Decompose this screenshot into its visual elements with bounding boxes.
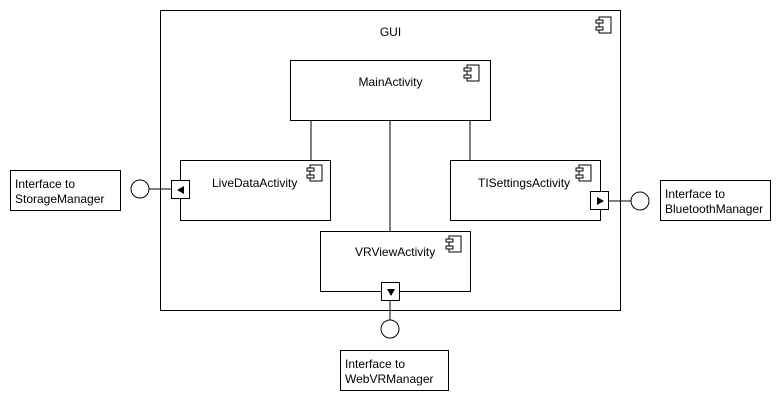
component-icon [306,164,323,182]
webvr-note-line1: Interface to [345,357,406,371]
storage-note-line1: Interface to [15,177,76,191]
bluetooth-note-line1: Interface to [665,187,726,201]
livedata-activity-component [180,160,331,221]
webvr-interface-note: Interface to WebVRManager [340,350,449,391]
gui-title: GUI [379,25,402,39]
triangle-down-icon [386,288,395,296]
bluetooth-interface-note: Interface to BluetoothManager [660,180,771,221]
triangle-right-icon [596,196,604,205]
webvr-note-line2: WebVRManager [345,372,434,386]
tisettings-activity-label: TISettingsActivity [478,176,571,190]
bluetooth-interface-circle [630,191,650,211]
triangle-left-icon [176,185,184,194]
webvr-interface-circle [380,319,400,339]
main-activity-label: MainActivity [358,75,423,89]
storage-port [171,180,190,199]
livedata-activity-label: LiveDataActivity [212,176,298,190]
component-icon [445,235,462,253]
bluetooth-port [590,191,609,210]
component-icon [595,16,612,34]
storage-interface-circle [130,179,150,199]
main-activity-component [290,60,491,121]
vrview-activity-label: VRViewActivity [355,245,436,259]
component-icon [575,164,592,182]
storage-note-line2: StorageManager [15,192,105,206]
webvr-port [381,282,400,301]
bluetooth-note-line2: BluetoothManager [665,202,764,216]
gui-container [160,10,621,311]
storage-interface-note: Interface to StorageManager [10,170,121,211]
component-icon [463,64,480,82]
